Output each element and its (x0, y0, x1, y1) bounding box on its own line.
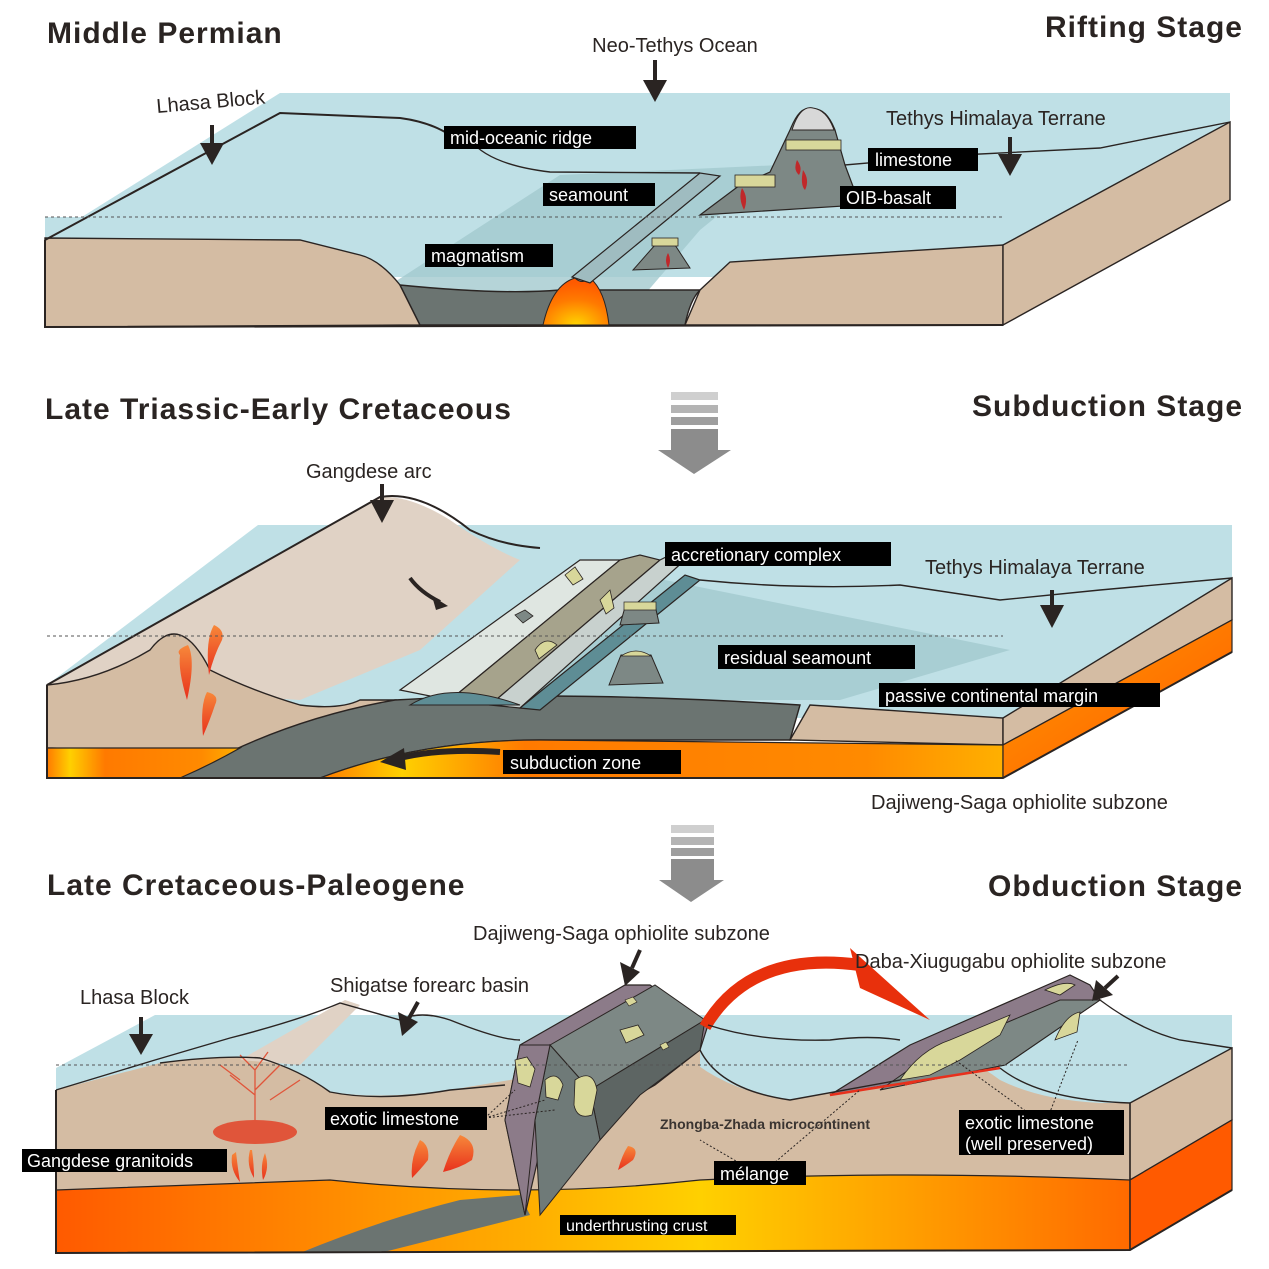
label-magmatism: magmatism (431, 246, 524, 266)
magma-drop (248, 1150, 254, 1178)
panel-rifting: Middle Permian Rifting Stage (44, 11, 1243, 329)
label-shigatse: Shigatse forearc basin (330, 975, 529, 997)
label-exotic-limestone: exotic limestone (330, 1109, 459, 1129)
arrow-down-icon (620, 949, 642, 986)
obduction-arrow-icon (699, 956, 861, 1031)
label-seamount: seamount (549, 185, 628, 205)
ridge-magma (542, 277, 610, 326)
label-tethys-himalaya: Tethys Himalaya Terrane (886, 108, 1106, 130)
label-zhongba-zhada: Zhongba-Zhada microcontinent (660, 1116, 870, 1132)
stage-arrow-icon (659, 825, 724, 902)
arrow-down-icon (998, 137, 1022, 176)
stage-title: Obduction Stage (988, 870, 1243, 903)
arrow-down-icon (200, 125, 224, 165)
stage-arrow-icon (658, 392, 731, 474)
ridge-slab (570, 172, 722, 284)
crust-side (1002, 120, 1231, 327)
magma-drop (261, 1153, 268, 1180)
underthrusting-crust (300, 1195, 530, 1253)
arrow-down-icon (398, 1001, 420, 1036)
arrow-down-icon (129, 1017, 153, 1055)
dajiweng-saga-block (504, 984, 709, 1217)
mantle-layer (55, 1174, 1131, 1254)
magma-drop (443, 1135, 474, 1172)
label-dajiweng-saga: Dajiweng-Saga ophiolite subzone (473, 923, 770, 945)
stage-title: Rifting Stage (1045, 11, 1243, 44)
label-underthrusting-crust: underthrusting crust (566, 1218, 708, 1235)
period-title: Late Triassic-Early Cretaceous (45, 393, 512, 426)
panel-subduction: Late Triassic-Early Cretaceous Subductio… (45, 390, 1243, 814)
period-title: Middle Permian (47, 17, 283, 50)
label-subduction-zone: subduction zone (510, 753, 641, 773)
magma-drop (202, 692, 217, 736)
stage-title: Subduction Stage (972, 390, 1243, 423)
label-tethys-himalaya: Tethys Himalaya Terrane (925, 557, 1145, 579)
seamount-small (631, 237, 691, 271)
period-title: Late Cretaceous-Paleogene (47, 869, 465, 902)
label-limestone: limestone (875, 150, 952, 170)
label-melange: mélange (720, 1164, 789, 1184)
label-lhasa-block: Lhasa Block (80, 987, 190, 1009)
label-gangdese-arc: Gangdese arc (306, 461, 432, 483)
arrow-down-icon (370, 484, 394, 523)
arrow-down-icon (643, 60, 667, 102)
label-dajiweng-saga: Dajiweng-Saga ophiolite subzone (871, 792, 1168, 814)
magma-drop (178, 645, 192, 700)
label-oib-basalt: OIB-basalt (846, 188, 931, 208)
label-daba-xiugugabu: Daba-Xiugugabu ophiolite subzone (855, 951, 1166, 973)
seamount-large (698, 107, 861, 216)
label-gangdese-granitoids: Gangdese granitoids (27, 1151, 193, 1171)
label-passive-margin: passive continental margin (885, 686, 1098, 706)
arrow-down-icon (1040, 590, 1064, 628)
panel-obduction: Late Cretaceous-Paleogene Obduction Stag… (22, 869, 1243, 1255)
magma-drop (618, 1146, 636, 1170)
label-mid-oceanic-ridge: mid-oceanic ridge (450, 128, 592, 148)
granitoid-pluton (213, 1120, 297, 1144)
label-well-preserved: (well preserved) (965, 1134, 1093, 1154)
light-band (240, 1000, 360, 1065)
label-exotic-limestone-preserved: exotic limestone (965, 1113, 1094, 1133)
magma-drop (411, 1140, 429, 1178)
label-neo-tethys: Neo-Tethys Ocean (592, 35, 758, 57)
granitoid-veins (219, 1051, 301, 1120)
magma-drop (231, 1152, 240, 1182)
subduction-arrow-icon (399, 747, 501, 761)
residual-seamounts (608, 601, 664, 686)
label-accretionary-complex: accretionary complex (671, 545, 841, 565)
arrow-down-icon (1092, 974, 1120, 1001)
magma-drop (207, 625, 223, 675)
label-residual-seamount: residual seamount (724, 648, 871, 668)
